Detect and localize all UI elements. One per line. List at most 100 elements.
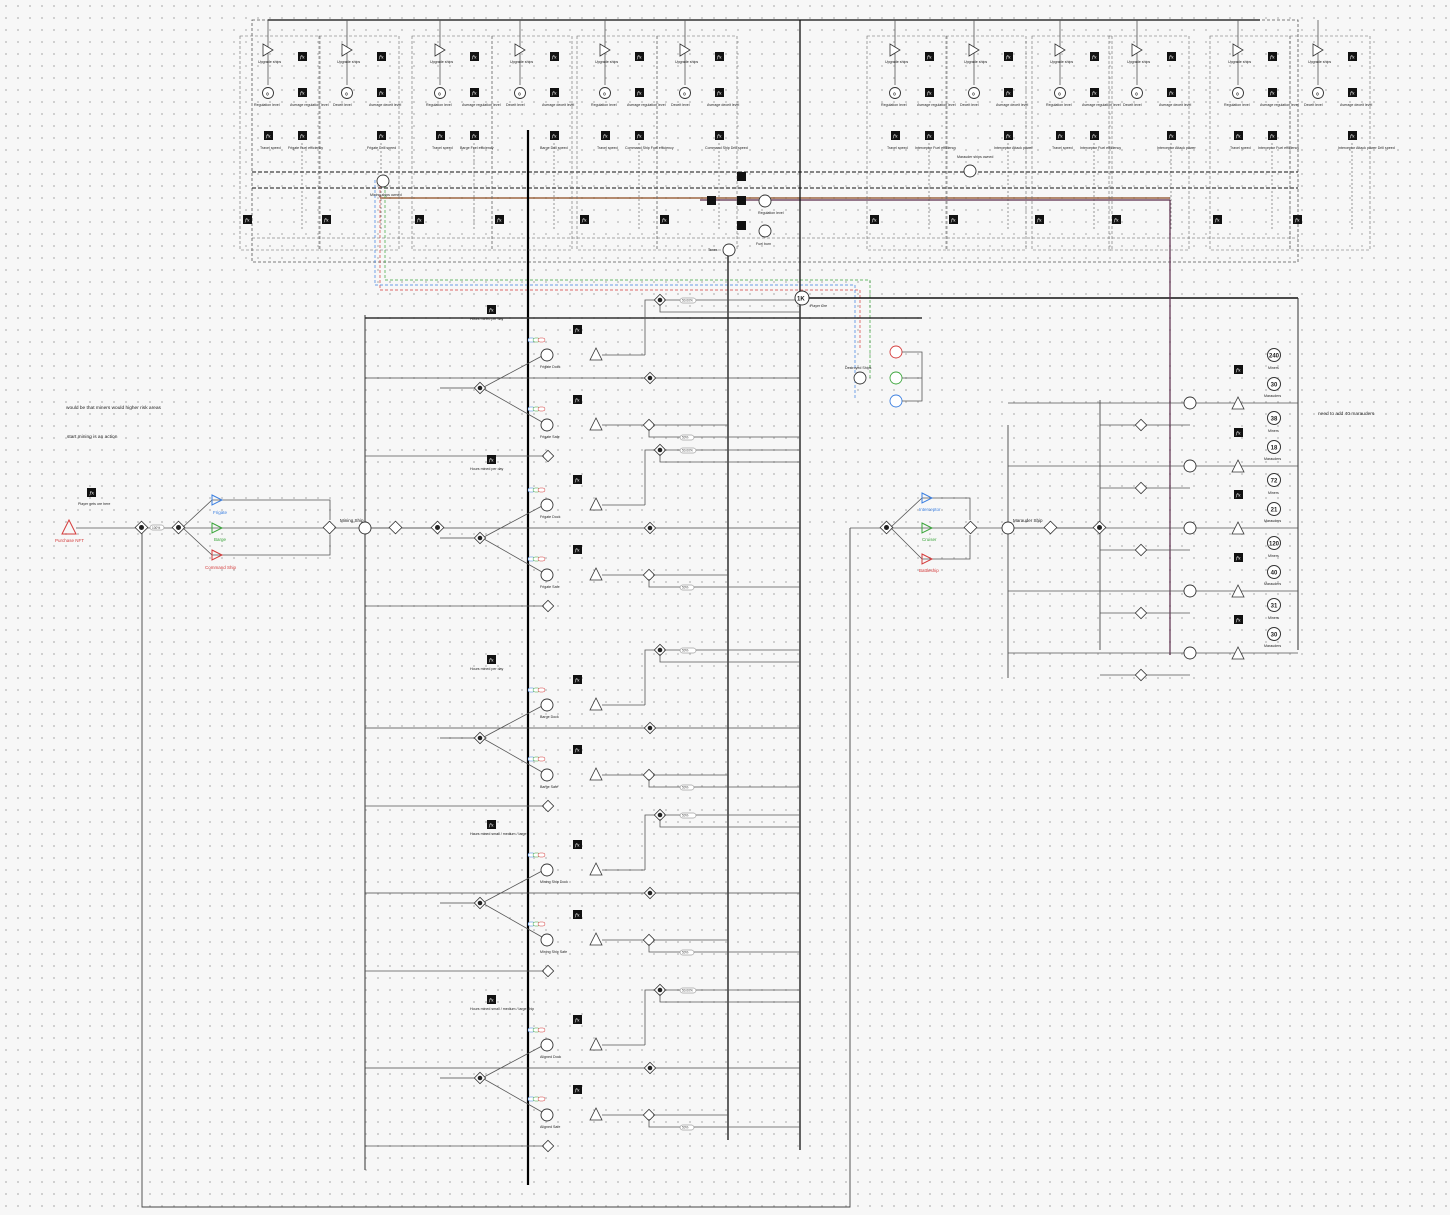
drain[interactable]	[589, 767, 603, 781]
upgrade-converter[interactable]	[679, 43, 691, 57]
destroyed-barge[interactable]	[889, 371, 903, 385]
function-icon[interactable]	[1056, 131, 1065, 140]
dock-pool[interactable]	[540, 863, 554, 877]
mining-ships-owned-pool[interactable]	[376, 174, 390, 188]
battleship-converter[interactable]	[921, 553, 934, 565]
cruiser-converter[interactable]	[921, 522, 934, 534]
function-icon[interactable]	[1167, 52, 1176, 61]
merge-gate[interactable]	[963, 520, 978, 535]
merge-gate[interactable]	[322, 520, 337, 535]
miners-pool[interactable]	[1267, 348, 1281, 362]
miners-pool[interactable]	[1267, 411, 1281, 425]
function-icon[interactable]	[737, 172, 746, 181]
level-pool[interactable]	[434, 87, 446, 99]
function-icon[interactable]	[635, 131, 644, 140]
function-icon[interactable]	[573, 1085, 582, 1094]
split-gate[interactable]	[473, 731, 487, 745]
dock-gate[interactable]	[643, 886, 657, 900]
function-icon[interactable]	[1268, 131, 1277, 140]
gate-node-1[interactable]	[134, 520, 149, 535]
purchase-nft-source[interactable]	[61, 518, 77, 535]
function-icon[interactable]	[1234, 428, 1243, 437]
gate-node-m2[interactable]	[1092, 520, 1107, 535]
regulation-level-pool[interactable]	[758, 194, 772, 208]
upgrade-converter[interactable]	[262, 43, 274, 57]
function-icon[interactable]	[635, 52, 644, 61]
ore-gate[interactable]	[653, 808, 667, 822]
drain[interactable]	[1231, 459, 1245, 473]
level-pool[interactable]	[889, 87, 901, 99]
function-icon[interactable]	[243, 215, 252, 224]
fuel-burn-pool[interactable]	[758, 224, 772, 238]
level-pool[interactable]	[679, 87, 691, 99]
safe-pool[interactable]	[540, 768, 554, 782]
function-icon[interactable]	[925, 52, 934, 61]
function-icon[interactable]	[1004, 88, 1013, 97]
drain[interactable]	[589, 1107, 603, 1121]
level-pool[interactable]	[1054, 87, 1066, 99]
return-gate[interactable]	[541, 599, 555, 613]
gate-diamond[interactable]	[1134, 668, 1148, 682]
function-icon[interactable]	[1167, 131, 1176, 140]
upgrade-converter[interactable]	[1054, 43, 1066, 57]
player-ore-pool[interactable]	[794, 290, 810, 306]
function-icon[interactable]	[737, 221, 746, 230]
function-icon[interactable]	[1090, 131, 1099, 140]
function-icon[interactable]	[1234, 490, 1243, 499]
function-icon[interactable]	[573, 745, 582, 754]
function-icon[interactable]	[635, 88, 644, 97]
ore-gate[interactable]	[653, 983, 667, 997]
drain[interactable]	[589, 347, 603, 361]
gate-node-3[interactable]	[430, 520, 445, 535]
safe-gate[interactable]	[642, 568, 656, 582]
destroyed-command-ship[interactable]	[889, 345, 903, 359]
dock-pool[interactable]	[540, 348, 554, 362]
drain[interactable]	[1231, 521, 1245, 535]
dock-gate[interactable]	[643, 371, 657, 385]
upgrade-converter[interactable]	[599, 43, 611, 57]
dock-gate[interactable]	[643, 1061, 657, 1075]
dock-pool[interactable]	[540, 1038, 554, 1052]
safe-pool[interactable]	[540, 1108, 554, 1122]
level-pool[interactable]	[514, 87, 526, 99]
miners-pool[interactable]	[1267, 473, 1281, 487]
function-icon[interactable]	[573, 840, 582, 849]
function-icon[interactable]	[487, 305, 496, 314]
upgrade-converter[interactable]	[341, 43, 353, 57]
function-icon[interactable]	[715, 52, 724, 61]
function-icon[interactable]	[377, 88, 386, 97]
function-icon[interactable]	[1213, 215, 1222, 224]
ore-gate[interactable]	[653, 293, 667, 307]
upgrade-converter[interactable]	[1131, 43, 1143, 57]
gate-diamond[interactable]	[1134, 543, 1148, 557]
safe-pool[interactable]	[540, 418, 554, 432]
dock-pool[interactable]	[540, 698, 554, 712]
return-gate[interactable]	[541, 449, 555, 463]
function-icon[interactable]	[87, 488, 96, 497]
gate-diamond[interactable]	[1134, 606, 1148, 620]
function-icon[interactable]	[470, 131, 479, 140]
level-pool[interactable]	[599, 87, 611, 99]
gate-node-2[interactable]	[171, 520, 186, 535]
marauders-pool[interactable]	[1267, 565, 1281, 579]
level-pool[interactable]	[262, 87, 274, 99]
function-icon[interactable]	[707, 196, 716, 205]
drain[interactable]	[589, 697, 603, 711]
marauder-pool[interactable]	[1183, 396, 1197, 410]
function-icon[interactable]	[1348, 88, 1357, 97]
function-icon[interactable]	[573, 545, 582, 554]
function-icon[interactable]	[1234, 615, 1243, 624]
function-icon[interactable]	[487, 995, 496, 1004]
dock-gate[interactable]	[643, 721, 657, 735]
safe-gate[interactable]	[642, 933, 656, 947]
return-gate[interactable]	[541, 964, 555, 978]
level-pool[interactable]	[968, 87, 980, 99]
marauder-pool[interactable]	[1183, 521, 1197, 535]
function-icon[interactable]	[925, 88, 934, 97]
return-gate[interactable]	[541, 799, 555, 813]
ore-gate[interactable]	[653, 643, 667, 657]
safe-gate[interactable]	[642, 1108, 656, 1122]
function-icon[interactable]	[550, 131, 559, 140]
gate-diamond[interactable]	[1134, 481, 1148, 495]
function-icon[interactable]	[573, 325, 582, 334]
